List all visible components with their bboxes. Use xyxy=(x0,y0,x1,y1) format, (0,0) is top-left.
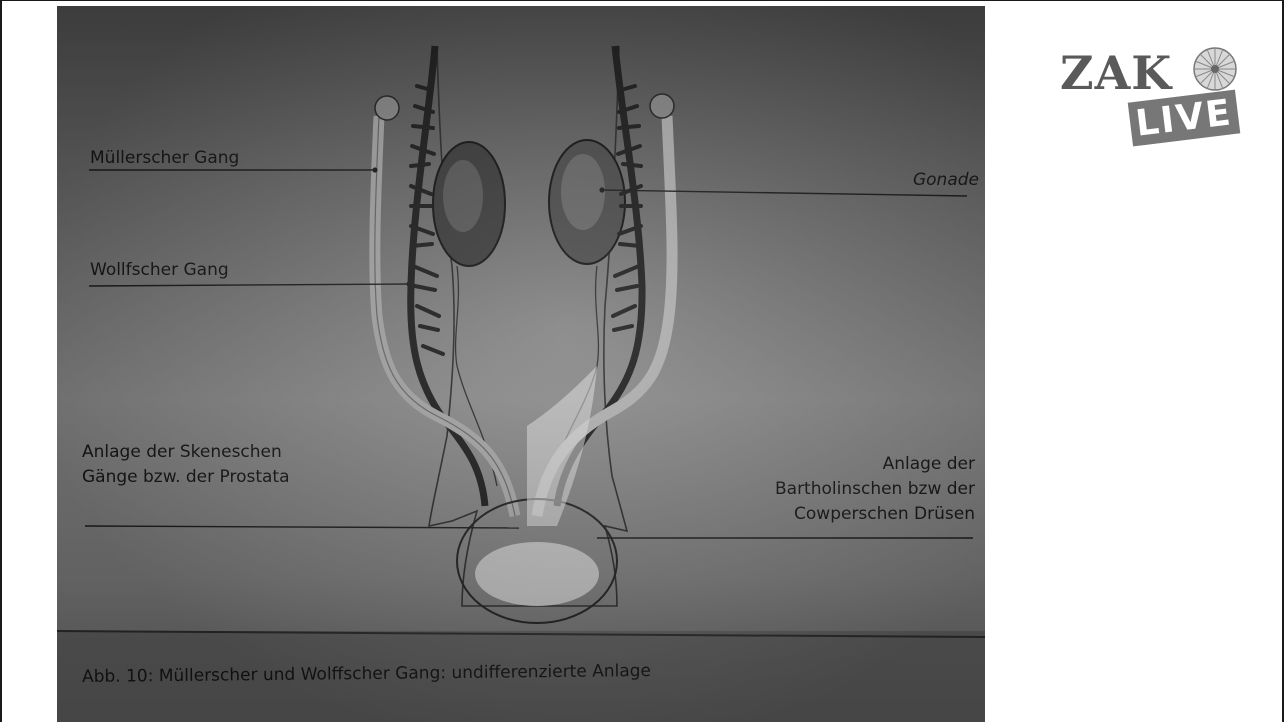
label-bartholin-line2: Bartholinschen bzw der xyxy=(775,477,975,501)
dandelion-icon xyxy=(1190,44,1240,94)
label-bartholin-line3: Cowperschen Drüsen xyxy=(794,502,975,526)
label-wolffscher-gang: Wollfscher Gang xyxy=(90,258,229,282)
label-muellerscher-gang: Müllerscher Gang xyxy=(90,146,239,170)
right-gonad-highlight xyxy=(561,154,605,230)
sinus-glow xyxy=(527,366,597,526)
leader-skene xyxy=(85,526,519,528)
label-skene-line1: Anlage der Skeneschen xyxy=(82,440,282,464)
anatomy-diagram xyxy=(57,6,985,722)
left-gonad-highlight xyxy=(443,160,483,232)
leader-wolffscher xyxy=(89,284,409,286)
right-fimbria xyxy=(650,94,674,118)
urogenital-sinus-content xyxy=(475,542,599,606)
label-gonade: Gonade xyxy=(913,168,979,192)
logo-text: ZAK xyxy=(1060,46,1172,100)
diagram-photo: Müllerscher Gang Gonade Wollfscher Gang … xyxy=(57,6,985,722)
label-skene-line2: Gänge bzw. der Prostata xyxy=(82,465,290,489)
zak-live-logo: ZAK LIVE xyxy=(1060,40,1250,150)
left-fimbria xyxy=(375,96,399,120)
label-bartholin-line1: Anlage der xyxy=(883,452,975,476)
